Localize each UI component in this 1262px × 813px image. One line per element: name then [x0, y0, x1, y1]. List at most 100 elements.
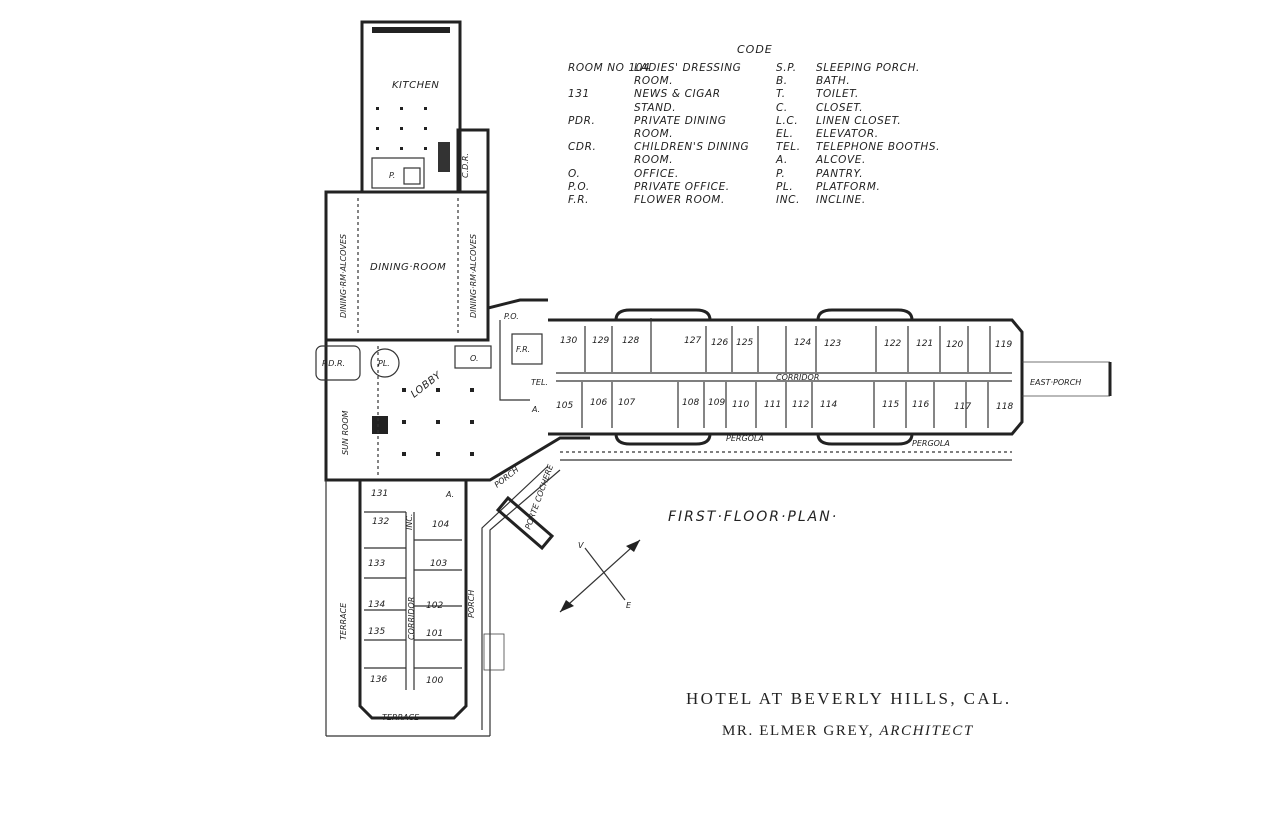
code-title: CODE	[737, 43, 773, 56]
code-text: PLATFORM.	[816, 180, 881, 193]
label-dining-room: DINING·ROOM	[370, 262, 446, 273]
room-number: 105	[556, 401, 573, 411]
code-abbr: ROOM NO 104	[568, 62, 651, 74]
room-number: 134	[368, 600, 385, 610]
architect-credit: MR. ELMER GREY, ARCHITECT	[722, 723, 974, 740]
label-tel: TEL.	[531, 378, 548, 387]
south-wing-block	[325, 465, 561, 737]
room-number: 127	[684, 336, 701, 346]
label-sun-room: SUN ROOM	[341, 410, 350, 455]
room-number: 123	[824, 339, 841, 349]
label-porch-south: PORCH	[467, 590, 476, 618]
code-abbr: T.	[776, 88, 786, 101]
code-text: INCLINE.	[816, 194, 866, 206]
label-pergola-1: PERGOLA	[726, 434, 764, 443]
compass-rose	[559, 539, 641, 613]
compass-v: V	[578, 541, 584, 550]
room-number: 108	[682, 398, 699, 408]
code-abbr: EL.	[776, 128, 794, 140]
architect-role: ARCHITECT	[879, 723, 974, 739]
code-text: ROOM.	[634, 128, 674, 140]
room-number: 104	[432, 520, 449, 530]
rooms-north: 130 129 128 127 126 125 124 123 122 121 …	[560, 336, 1012, 350]
label-pantry: P.	[389, 171, 395, 180]
code-text: LADIES' DRESSING	[634, 62, 742, 74]
room-number: 114	[820, 400, 837, 410]
architect-name: MR. ELMER GREY,	[722, 723, 875, 739]
room-number: 132	[372, 517, 389, 527]
plan-title: FIRST·FLOOR·PLAN·	[668, 509, 839, 525]
room-number: 125	[736, 338, 753, 348]
code-text: SLEEPING PORCH.	[816, 62, 920, 74]
room-number: 109	[708, 398, 725, 408]
code-text: OFFICE.	[634, 167, 679, 180]
compass-e: E	[626, 601, 632, 610]
room-number: 117	[954, 402, 971, 412]
room-number: 118	[996, 402, 1013, 412]
dining-room-block	[324, 190, 490, 342]
room-number: 136	[370, 675, 387, 685]
label-alcove: A.	[531, 405, 540, 414]
code-text: FLOWER ROOM.	[634, 194, 725, 206]
code-text: TELEPHONE BOOTHS.	[816, 141, 941, 154]
room-number: 122	[884, 339, 901, 349]
label-lobby: LOBBY	[409, 370, 444, 401]
label-pdr: P.D.R.	[322, 359, 345, 368]
code-text: LINEN CLOSET.	[816, 114, 902, 127]
label-dining-alcoves-right: DINING·RM·ALCOVES	[469, 234, 478, 318]
label-dining-alcoves-left: DINING·RM·ALCOVES	[339, 234, 348, 318]
room-number: 116	[912, 400, 929, 410]
label-terrace-south: TERRACE	[382, 713, 420, 722]
code-text: BATH.	[816, 75, 851, 88]
label-cdr: C.D.R.	[461, 153, 470, 178]
label-incline: INC.	[405, 514, 414, 530]
room-number: 129	[592, 336, 609, 346]
code-abbr: C.	[776, 101, 788, 114]
code-abbr: P.	[776, 167, 786, 180]
code-abbr: CDR.	[568, 141, 597, 154]
hotel-title: HOTEL AT BEVERLY HILLS, CAL.	[686, 689, 1012, 708]
code-abbr: INC.	[776, 194, 801, 206]
label-pl: PL.	[378, 359, 390, 368]
code-text: CLOSET.	[816, 101, 864, 114]
rooms-wing: 131 132 133 134 135 136 104 103 102 101 …	[368, 489, 449, 686]
label-terrace-west: TERRACE	[339, 602, 348, 640]
code-text: ROOM.	[634, 154, 674, 167]
code-abbr: TEL.	[776, 141, 801, 154]
code-text: STAND.	[634, 101, 677, 114]
code-text: ALCOVE.	[816, 154, 866, 167]
room-number: 107	[618, 398, 635, 408]
lobby-block	[315, 298, 590, 482]
code-text: TOILET.	[816, 88, 859, 101]
room-number: 102	[426, 601, 443, 611]
label-east-porch: EAST·PORCH	[1030, 378, 1081, 387]
room-number: 121	[916, 339, 933, 349]
label-corridor-south: CORRIDOR	[407, 597, 416, 640]
room-number: 119	[995, 340, 1012, 350]
room-number: 103	[430, 559, 447, 569]
code-abbr: 131	[568, 88, 590, 101]
room-number: 120	[946, 340, 963, 350]
east-wing-block	[548, 308, 1112, 461]
room-number: 111	[764, 400, 781, 410]
code-abbr: A.	[776, 154, 788, 167]
label-pergola-2: PERGOLA	[912, 439, 950, 448]
room-number: 130	[560, 336, 577, 346]
label-kitchen: KITCHEN	[392, 80, 439, 91]
code-text: PRIVATE DINING	[634, 114, 727, 127]
label-office: O.	[470, 354, 479, 363]
code-abbr: S.P.	[776, 62, 797, 74]
label-flower-room: F.R.	[516, 345, 530, 354]
code-text: ROOM.	[634, 75, 674, 88]
room-number: 135	[368, 627, 385, 637]
code-text: CHILDREN'S DINING	[634, 141, 750, 154]
room-number: 100	[426, 676, 443, 686]
code-text: NEWS & CIGAR	[634, 88, 721, 101]
code-abbr: O.	[568, 167, 581, 180]
room-number: 131	[371, 489, 388, 499]
code-text: PANTRY.	[816, 167, 864, 180]
room-number: 115	[882, 400, 899, 410]
room-number: 124	[794, 338, 811, 348]
room-number: 110	[732, 400, 749, 410]
